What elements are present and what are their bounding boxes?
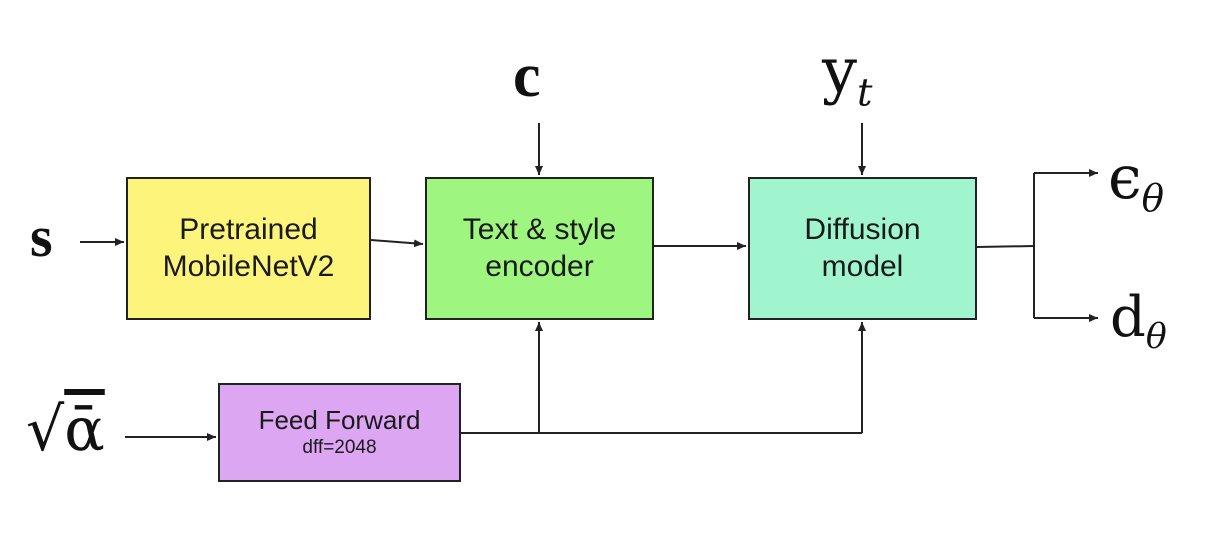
epsilon-subscript: θ bbox=[1141, 176, 1164, 221]
input-yt-symbol: yt bbox=[822, 40, 872, 113]
input-c-symbol: c bbox=[513, 42, 541, 110]
diffusion-label-line2: model bbox=[821, 249, 904, 283]
encoder-label-line2: encoder bbox=[485, 249, 594, 283]
text-style-encoder-block: Text & style encoder bbox=[425, 177, 654, 320]
feedforward-label-line1: Feed Forward bbox=[258, 404, 421, 435]
yt-subscript: t bbox=[857, 70, 873, 116]
arrow-mobilenet-to-encoder bbox=[370, 239, 424, 248]
output-d-symbol: dθ bbox=[1110, 290, 1167, 355]
alpha-bar: ᾱ bbox=[64, 395, 105, 465]
pretrained-mobilenet-block: Pretrained MobileNetV2 bbox=[126, 177, 371, 320]
epsilon-base: ϵ bbox=[1108, 143, 1142, 213]
diffusion-model-block: Diffusion model bbox=[748, 177, 977, 320]
yt-base: y bbox=[822, 34, 858, 107]
input-s-symbol: s bbox=[30, 204, 53, 269]
sqrt-sign: √ bbox=[26, 395, 65, 465]
line-diffusion-output bbox=[976, 245, 1035, 248]
d-subscript: θ bbox=[1145, 317, 1167, 358]
feed-forward-block: Feed Forward dff=2048 bbox=[218, 383, 461, 482]
feedforward-label-line2: dff=2048 bbox=[302, 436, 377, 458]
d-base: d bbox=[1110, 285, 1146, 350]
input-sqrt-alpha-symbol: √ᾱ bbox=[26, 400, 105, 460]
diffusion-label-line1: Diffusion bbox=[804, 212, 921, 246]
mobilenet-label-line2: MobileNetV2 bbox=[162, 249, 335, 283]
encoder-label-line1: Text & style bbox=[462, 212, 617, 246]
mobilenet-label-line1: Pretrained bbox=[179, 212, 318, 246]
output-epsilon-symbol: ϵθ bbox=[1108, 148, 1164, 217]
